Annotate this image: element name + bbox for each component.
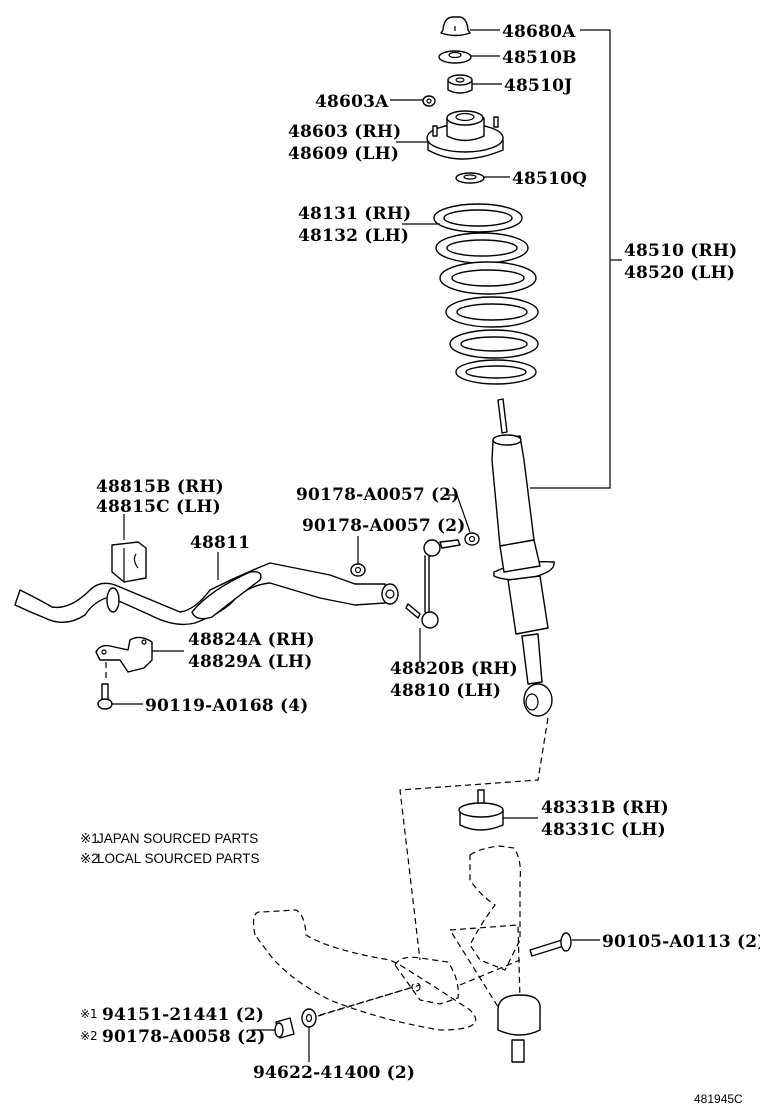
label-48815c[interactable]: 48815C (LH) bbox=[96, 497, 221, 517]
note-1: ※1 JAPAN SOURCED PARTS bbox=[80, 831, 258, 846]
part-90178-nut-upper[interactable] bbox=[464, 532, 480, 546]
part-48824a-bushing-bracket[interactable] bbox=[95, 636, 153, 673]
part-48131-coil-spring[interactable] bbox=[433, 203, 539, 385]
label-48510j[interactable]: 48510J bbox=[504, 76, 572, 96]
label-94622[interactable]: 94622-41400 (2) bbox=[253, 1063, 415, 1083]
label-48680a[interactable]: 48680A bbox=[502, 22, 576, 42]
part-48815b-stabilizer-bushing[interactable] bbox=[111, 541, 147, 583]
part-48510b-plate[interactable] bbox=[438, 50, 472, 64]
label-48829a[interactable]: 48829A (LH) bbox=[188, 652, 313, 672]
label-90178-a0057-upper[interactable]: 90178-A0057 (2) bbox=[296, 485, 460, 505]
label-90105[interactable]: 90105-A0113 (2) bbox=[602, 932, 760, 952]
note-2: ※2 LOCAL SOURCED PARTS bbox=[80, 851, 260, 866]
label-48824a[interactable]: 48824A (RH) bbox=[188, 630, 315, 650]
part-48510j-bushing[interactable] bbox=[447, 74, 473, 94]
part-lower-arm-reference bbox=[252, 845, 521, 1031]
label-48820b[interactable]: 48820B (RH) bbox=[390, 659, 518, 679]
note-2-mark: ※2 bbox=[80, 851, 99, 866]
part-48680a-cap[interactable] bbox=[440, 16, 471, 37]
mark-note-2: ※2 bbox=[80, 1029, 98, 1043]
label-48520[interactable]: 48520 (LH) bbox=[624, 263, 735, 283]
note-1-mark: ※1 bbox=[80, 831, 99, 846]
part-48510q-seat[interactable] bbox=[455, 172, 485, 184]
mark-note-1: ※1 bbox=[80, 1007, 98, 1021]
part-48811-stabilizer-bar[interactable] bbox=[14, 562, 399, 626]
part-90178-nut-lower[interactable] bbox=[350, 563, 366, 577]
assembly-bracket-48510 bbox=[530, 29, 611, 489]
label-48510q[interactable]: 48510Q bbox=[512, 169, 587, 189]
label-90119[interactable]: 90119-A0168 (4) bbox=[145, 696, 309, 716]
part-94151-nut[interactable] bbox=[274, 1017, 295, 1039]
part-48331b-bound-stopper[interactable] bbox=[458, 789, 504, 831]
label-48510b[interactable]: 48510B bbox=[502, 48, 577, 68]
part-90119-bolt[interactable] bbox=[97, 683, 113, 710]
note-2-text: LOCAL SOURCED PARTS bbox=[97, 851, 260, 866]
label-48603a[interactable]: 48603A bbox=[315, 92, 389, 112]
part-48820b-stabilizer-link[interactable] bbox=[405, 539, 461, 629]
label-90178-a0058[interactable]: 90178-A0058 (2) bbox=[102, 1027, 266, 1047]
part-48603a-nut[interactable] bbox=[422, 95, 436, 107]
assembly-dashline-washer bbox=[317, 987, 411, 1017]
diagram-reference-code: 481945C bbox=[694, 1092, 743, 1106]
part-48603-support[interactable] bbox=[426, 110, 504, 160]
part-48510-shock-absorber[interactable] bbox=[491, 398, 555, 717]
part-lower-ball-joint bbox=[497, 994, 541, 1063]
label-48131[interactable]: 48131 (RH) bbox=[298, 204, 411, 224]
label-48811[interactable]: 48811 bbox=[190, 533, 250, 553]
label-48603[interactable]: 48603 (RH) bbox=[288, 122, 401, 142]
label-48132[interactable]: 48132 (LH) bbox=[298, 226, 409, 246]
label-48815b[interactable]: 48815B (RH) bbox=[96, 477, 224, 497]
leader-90178-upper bbox=[444, 494, 471, 533]
assembly-dashline-shock bbox=[399, 717, 549, 961]
label-94151[interactable]: 94151-21441 (2) bbox=[102, 1005, 264, 1025]
part-94622-washer[interactable] bbox=[301, 1008, 317, 1028]
label-48609[interactable]: 48609 (LH) bbox=[288, 144, 399, 164]
label-90178-a0057-lower[interactable]: 90178-A0057 (2) bbox=[302, 516, 466, 536]
note-1-text: JAPAN SOURCED PARTS bbox=[97, 831, 258, 846]
label-48510[interactable]: 48510 (RH) bbox=[624, 241, 737, 261]
label-48331b[interactable]: 48331B (RH) bbox=[541, 798, 669, 818]
part-90105-bolt[interactable] bbox=[529, 932, 572, 957]
label-48331c[interactable]: 48331C (LH) bbox=[541, 820, 666, 840]
label-48810[interactable]: 48810 (LH) bbox=[390, 681, 501, 701]
